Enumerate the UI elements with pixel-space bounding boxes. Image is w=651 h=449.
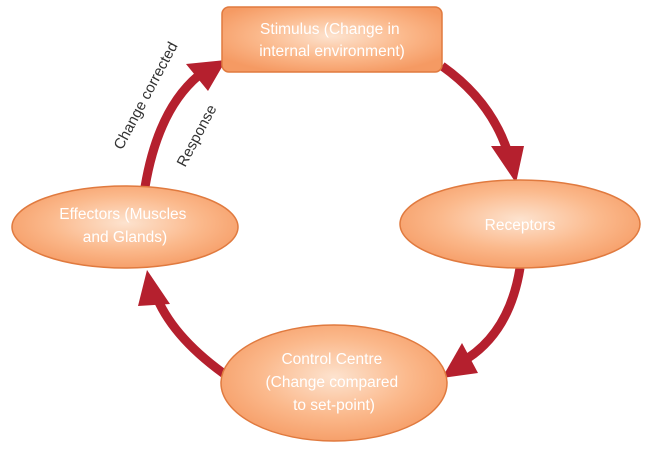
arrowhead-receptors [491, 146, 524, 183]
node-receptors-shape [399, 179, 641, 269]
node-control-centre-line-1: Control Centre [281, 351, 382, 368]
node-stimulus-label: Stimulus (Change in internal environment… [259, 21, 405, 60]
node-receptors-line-1: Receptors [485, 217, 556, 234]
node-receptors: Receptors [399, 179, 641, 269]
arrowhead-control-centre [442, 343, 478, 378]
node-effectors-label: Effectors (Muscles and Glands) [59, 206, 191, 246]
arrowhead-stimulus [186, 60, 226, 91]
node-effectors-line-1: Effectors (Muscles [59, 206, 186, 223]
arrowhead-effectors [138, 270, 170, 306]
node-stimulus: Stimulus (Change in internal environment… [221, 6, 443, 73]
node-effectors-shape [11, 185, 239, 269]
node-effectors: Effectors (Muscles and Glands) [11, 185, 239, 269]
arrows-group [138, 60, 525, 382]
node-control-centre-line-2: (Change compared [265, 374, 398, 391]
arrow-control-centre-to-effectors [152, 296, 233, 382]
edge-label-response: Response [174, 102, 221, 170]
node-control-centre-label: Control Centre (Change compared to set-p… [265, 351, 402, 414]
node-control-centre-shape [220, 324, 448, 442]
node-effectors-line-2: and Glands) [83, 229, 167, 246]
edge-label-change-corrected: Change corrected [111, 39, 182, 152]
arrow-effectors-to-stimulus [140, 72, 201, 188]
node-control-centre: Control Centre (Change compared to set-p… [220, 324, 448, 442]
node-stimulus-line-2: internal environment) [259, 43, 405, 60]
node-receptors-label: Receptors [485, 217, 556, 234]
arrow-stimulus-to-receptors [439, 62, 512, 152]
node-stimulus-line-1: Stimulus (Change in [260, 21, 400, 38]
node-stimulus-shape [221, 6, 443, 73]
node-control-centre-line-3: to set-point) [293, 397, 375, 414]
arrow-receptors-to-control-centre [465, 267, 525, 362]
